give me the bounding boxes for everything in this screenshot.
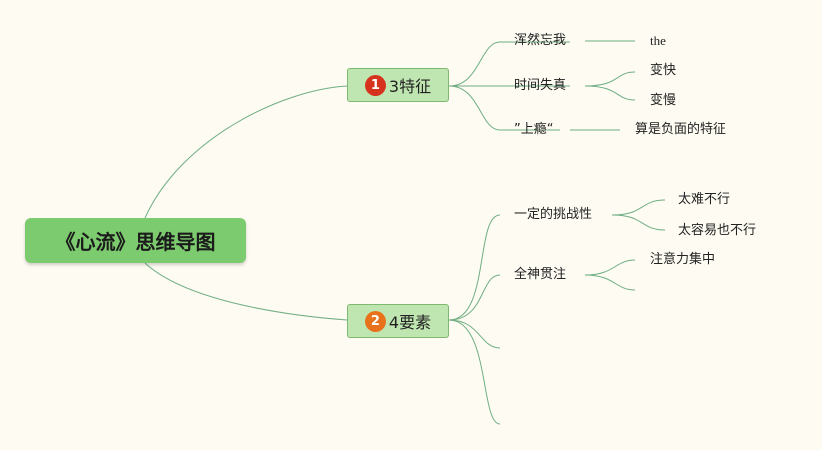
leaf-concentration[interactable]: 注意力集中: [650, 252, 716, 267]
branch-characteristics[interactable]: 1 3特征: [347, 68, 449, 102]
leaf-faster[interactable]: 变快: [650, 63, 677, 78]
subtopic-time-distortion[interactable]: 时间失真: [514, 78, 567, 93]
branch-elements[interactable]: 2 4要素: [347, 304, 449, 338]
priority-1-icon: 1: [364, 74, 386, 96]
leaf-negative-feature[interactable]: 算是负面的特征: [635, 122, 727, 137]
subtopic-lost-self[interactable]: 浑然忘我: [514, 33, 567, 48]
branch-label: 4要素: [388, 313, 432, 332]
root-title: 《心流》思维导图: [55, 230, 216, 254]
leaf-too-easy[interactable]: 太容易也不行: [678, 223, 757, 238]
subtopic-challenge[interactable]: 一定的挑战性: [514, 207, 593, 222]
subtopic-addiction[interactable]: ”上瘾“: [514, 122, 554, 137]
leaf-the[interactable]: the: [650, 33, 666, 48]
subtopic-full-focus[interactable]: 全神贯注: [514, 267, 567, 282]
priority-2-icon: 2: [364, 310, 386, 332]
branch-label: 3特征: [388, 77, 432, 96]
root-topic[interactable]: 《心流》思维导图: [25, 218, 246, 263]
leaf-slower[interactable]: 变慢: [650, 93, 677, 108]
leaf-too-hard[interactable]: 太难不行: [678, 192, 731, 207]
